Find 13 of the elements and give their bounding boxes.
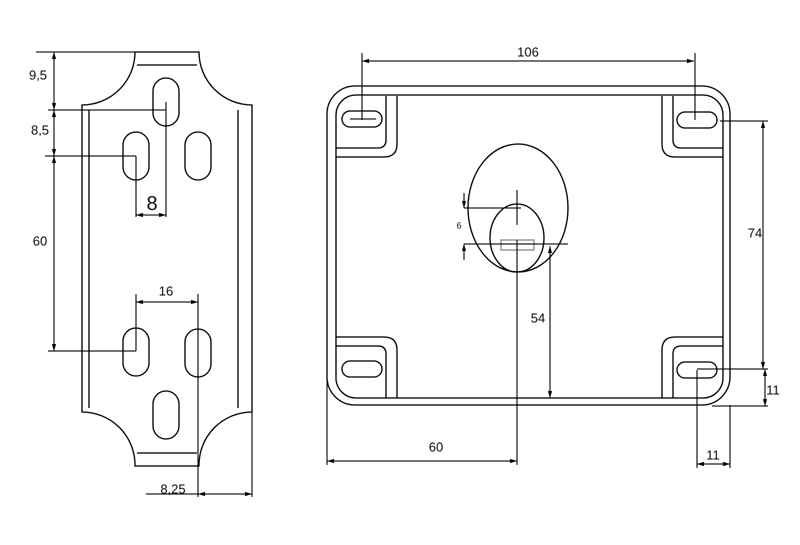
dimension-value: 74 [748, 226, 762, 240]
dimension-value: 8,5 [30, 124, 50, 136]
dimension-value: 11 [766, 384, 780, 396]
dimension-value: 60 [32, 234, 48, 248]
dimension-value: 106 [517, 46, 539, 58]
dimension-value: 9,5 [28, 68, 48, 82]
dimension-value: 8 [146, 194, 158, 214]
dimension-value: 11 [706, 448, 720, 462]
dimension-value: 54 [530, 312, 546, 324]
dimension-value: 6 [456, 222, 462, 230]
dimension-value: 16 [158, 284, 174, 298]
dimension-value: 8,25 [160, 482, 186, 496]
dimension-value: 60 [428, 440, 444, 454]
